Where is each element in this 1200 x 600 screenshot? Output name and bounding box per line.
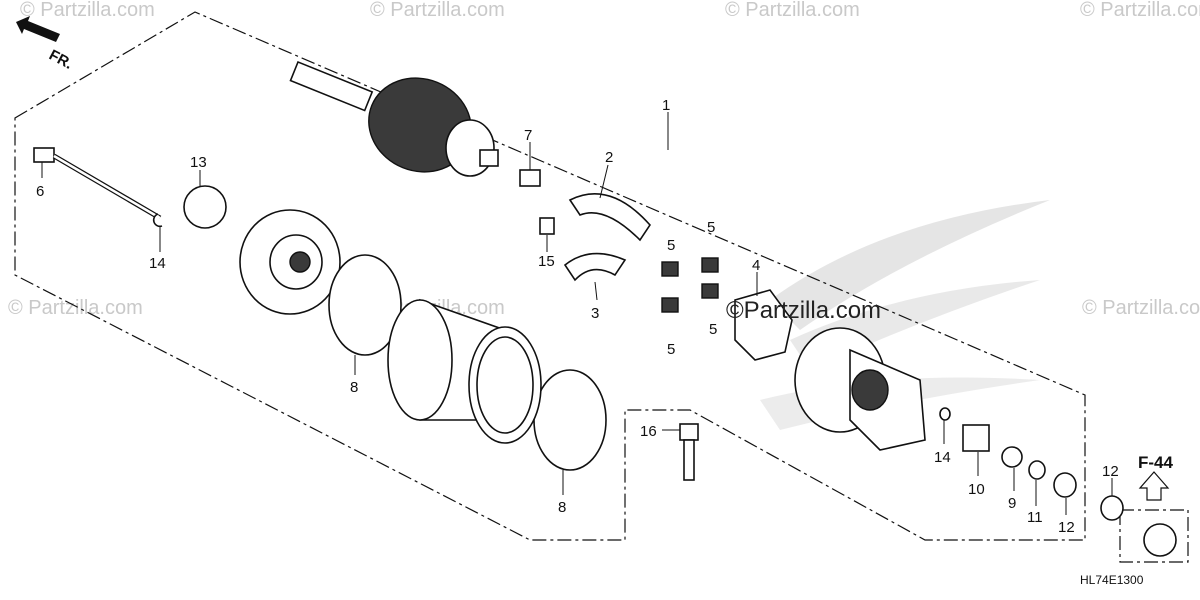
callout-12b: 12 bbox=[1102, 463, 1119, 480]
callout-11: 11 bbox=[1027, 509, 1043, 526]
callout-5d: 5 bbox=[667, 341, 675, 358]
watermark-top-3: © Partzilla.com bbox=[725, 0, 860, 21]
washer-rear-part bbox=[939, 407, 951, 421]
reference-frame bbox=[1119, 509, 1189, 563]
insulator-part bbox=[962, 424, 990, 452]
reference-label: F-44 bbox=[1138, 453, 1174, 472]
callout-5a: 5 bbox=[667, 237, 675, 254]
callout-13: 13 bbox=[190, 154, 207, 171]
o-ring-large-rear-part bbox=[533, 369, 607, 471]
callout-15: 15 bbox=[538, 253, 555, 270]
callout-8b: 8 bbox=[558, 499, 566, 516]
callout-9: 9 bbox=[1008, 495, 1016, 512]
callout-6: 6 bbox=[36, 183, 44, 200]
rear-cover-part bbox=[794, 327, 926, 451]
assembly-frame bbox=[14, 11, 1086, 541]
o-ring-small-part bbox=[183, 185, 227, 229]
through-bolt-part bbox=[33, 147, 163, 228]
front-direction-label: FR. bbox=[46, 47, 75, 73]
callout-14b: 14 bbox=[934, 449, 951, 466]
brush-holder-part bbox=[519, 169, 652, 282]
watermark-top-right: © Partzilla.com bbox=[1080, 0, 1200, 21]
o-ring-large-front-part bbox=[328, 254, 402, 356]
watermark-mid-right: © Partzilla.com bbox=[1082, 297, 1200, 319]
washer-part bbox=[1001, 446, 1023, 468]
reference-nut-part bbox=[1143, 523, 1177, 557]
center-watermark: ©Partzilla.com bbox=[726, 297, 881, 324]
callout-16: 16 bbox=[640, 423, 657, 440]
callout-7: 7 bbox=[524, 127, 532, 144]
callout-8a: 8 bbox=[350, 379, 358, 396]
front-cover-part bbox=[239, 209, 341, 315]
callout-3: 3 bbox=[591, 305, 599, 322]
leader-lines bbox=[41, 112, 1113, 515]
reference-up-arrow-icon bbox=[1138, 471, 1170, 501]
callout-1: 1 bbox=[662, 97, 670, 114]
callout-5c: 5 bbox=[709, 321, 717, 338]
callout-2: 2 bbox=[605, 149, 613, 166]
callout-14a: 14 bbox=[149, 255, 166, 272]
yoke-housing-part bbox=[387, 298, 542, 444]
springs-part bbox=[661, 257, 719, 313]
front-direction-arrow-icon bbox=[16, 16, 60, 42]
callout-5b: 5 bbox=[707, 219, 715, 236]
lock-washer-part bbox=[1028, 460, 1046, 480]
mounting-bolt-part bbox=[679, 423, 699, 481]
brush-plate-part bbox=[734, 289, 793, 361]
watermark-top-left: © Partzilla.com bbox=[20, 0, 155, 21]
callout-4: 4 bbox=[752, 257, 760, 274]
watermark-mid-left: © Partzilla.com bbox=[8, 297, 143, 319]
drawing-code: HL74E1300 bbox=[1080, 573, 1144, 587]
watermark-top-2: © Partzilla.com bbox=[370, 0, 505, 21]
nut-part bbox=[1053, 472, 1077, 498]
nut-outer-part bbox=[1100, 495, 1124, 521]
armature-part bbox=[289, 60, 499, 177]
callout-12a: 12 bbox=[1058, 519, 1075, 536]
callout-10: 10 bbox=[968, 481, 985, 498]
